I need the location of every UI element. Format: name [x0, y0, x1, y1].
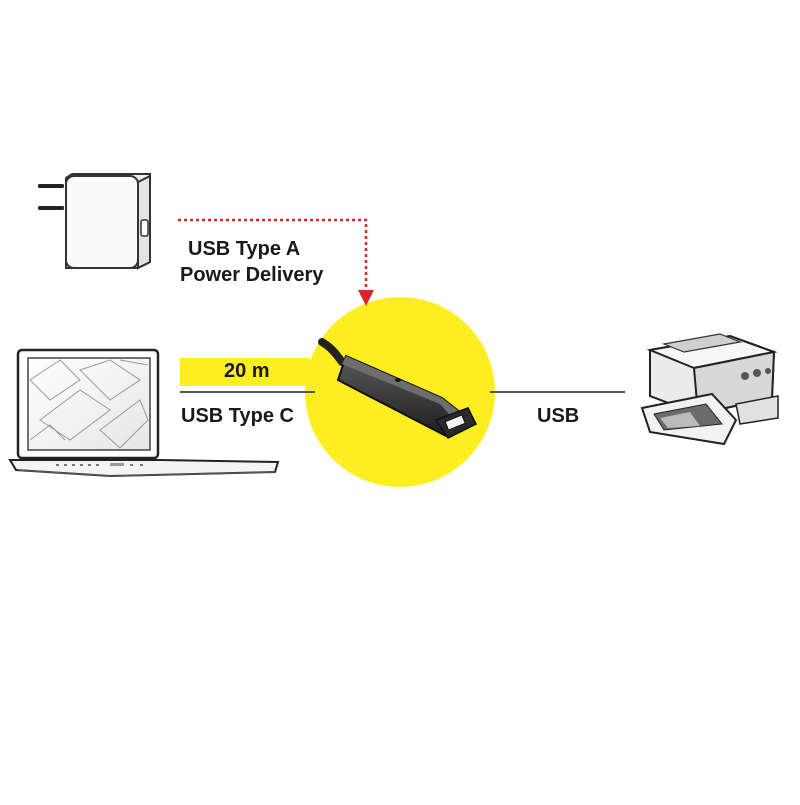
- power-label-line1: USB Type A: [188, 238, 301, 260]
- power-delivery-arrowhead: [358, 290, 374, 306]
- usb-extender-icon: [318, 338, 478, 439]
- wall-charger-icon: [38, 173, 151, 270]
- laptop-icon: [8, 348, 280, 478]
- power-label-line2: Power Delivery: [180, 264, 324, 286]
- printer-icon: [640, 333, 779, 446]
- power-delivery-line: [178, 218, 368, 296]
- cable-length-highlight: [180, 358, 310, 386]
- right-connector-label: USB: [537, 405, 580, 427]
- cable-length-label: 20 m: [224, 360, 270, 382]
- left-connector-label: USB Type C: [181, 405, 294, 427]
